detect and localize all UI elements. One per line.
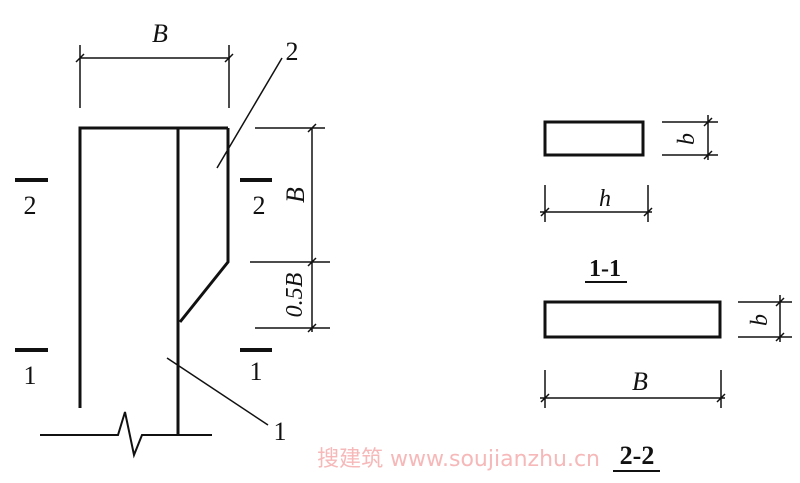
- section-mark-right-1: 1: [250, 357, 263, 386]
- leader-2: [216, 57, 283, 169]
- section-1-1-h-label: h: [599, 186, 611, 212]
- section-1-1-title: 1-1: [589, 256, 621, 282]
- leader-1: [166, 357, 269, 426]
- dim-label-half-B: 0.5B: [282, 272, 308, 317]
- dim-label-height-B: B: [281, 187, 310, 203]
- column-outline: [78, 126, 228, 408]
- section-1-1: b h 1-1: [540, 115, 718, 283]
- section-2-2-width-dim: [540, 370, 726, 408]
- elevation-view: B 2 1 2 2 1 1 B 0.5B: [15, 19, 330, 459]
- section-1-1-width-dim: [540, 185, 653, 222]
- section-2-2-b-label: b: [747, 314, 773, 326]
- dimension-right: [250, 123, 330, 333]
- section-1-1-thickness-dim: [662, 115, 718, 160]
- section-2-2: b B 2-2: [540, 295, 792, 472]
- watermark: 搜建筑 www.soujianzhu.cn: [317, 447, 600, 472]
- section-2-2-title: 2-2: [620, 441, 655, 470]
- dim-label-B: B: [152, 19, 168, 48]
- section-2-2-thickness-dim: [738, 295, 792, 342]
- section-1-1-b-label: b: [674, 133, 700, 145]
- section-2-2-B-label: B: [632, 367, 648, 396]
- section-1-1-rect: [543, 120, 645, 157]
- section-mark-left-1: 1: [24, 361, 37, 390]
- section-marks: [15, 178, 272, 352]
- leader-label-2: 2: [286, 37, 299, 66]
- break-line: [40, 411, 212, 459]
- section-2-2-rect: [543, 300, 722, 339]
- section-mark-right-2: 2: [253, 191, 266, 220]
- section-mark-left-2: 2: [24, 191, 37, 220]
- leader-label-1: 1: [274, 417, 287, 446]
- bracket-outline: [178, 128, 230, 323]
- dimension-top: [75, 45, 234, 108]
